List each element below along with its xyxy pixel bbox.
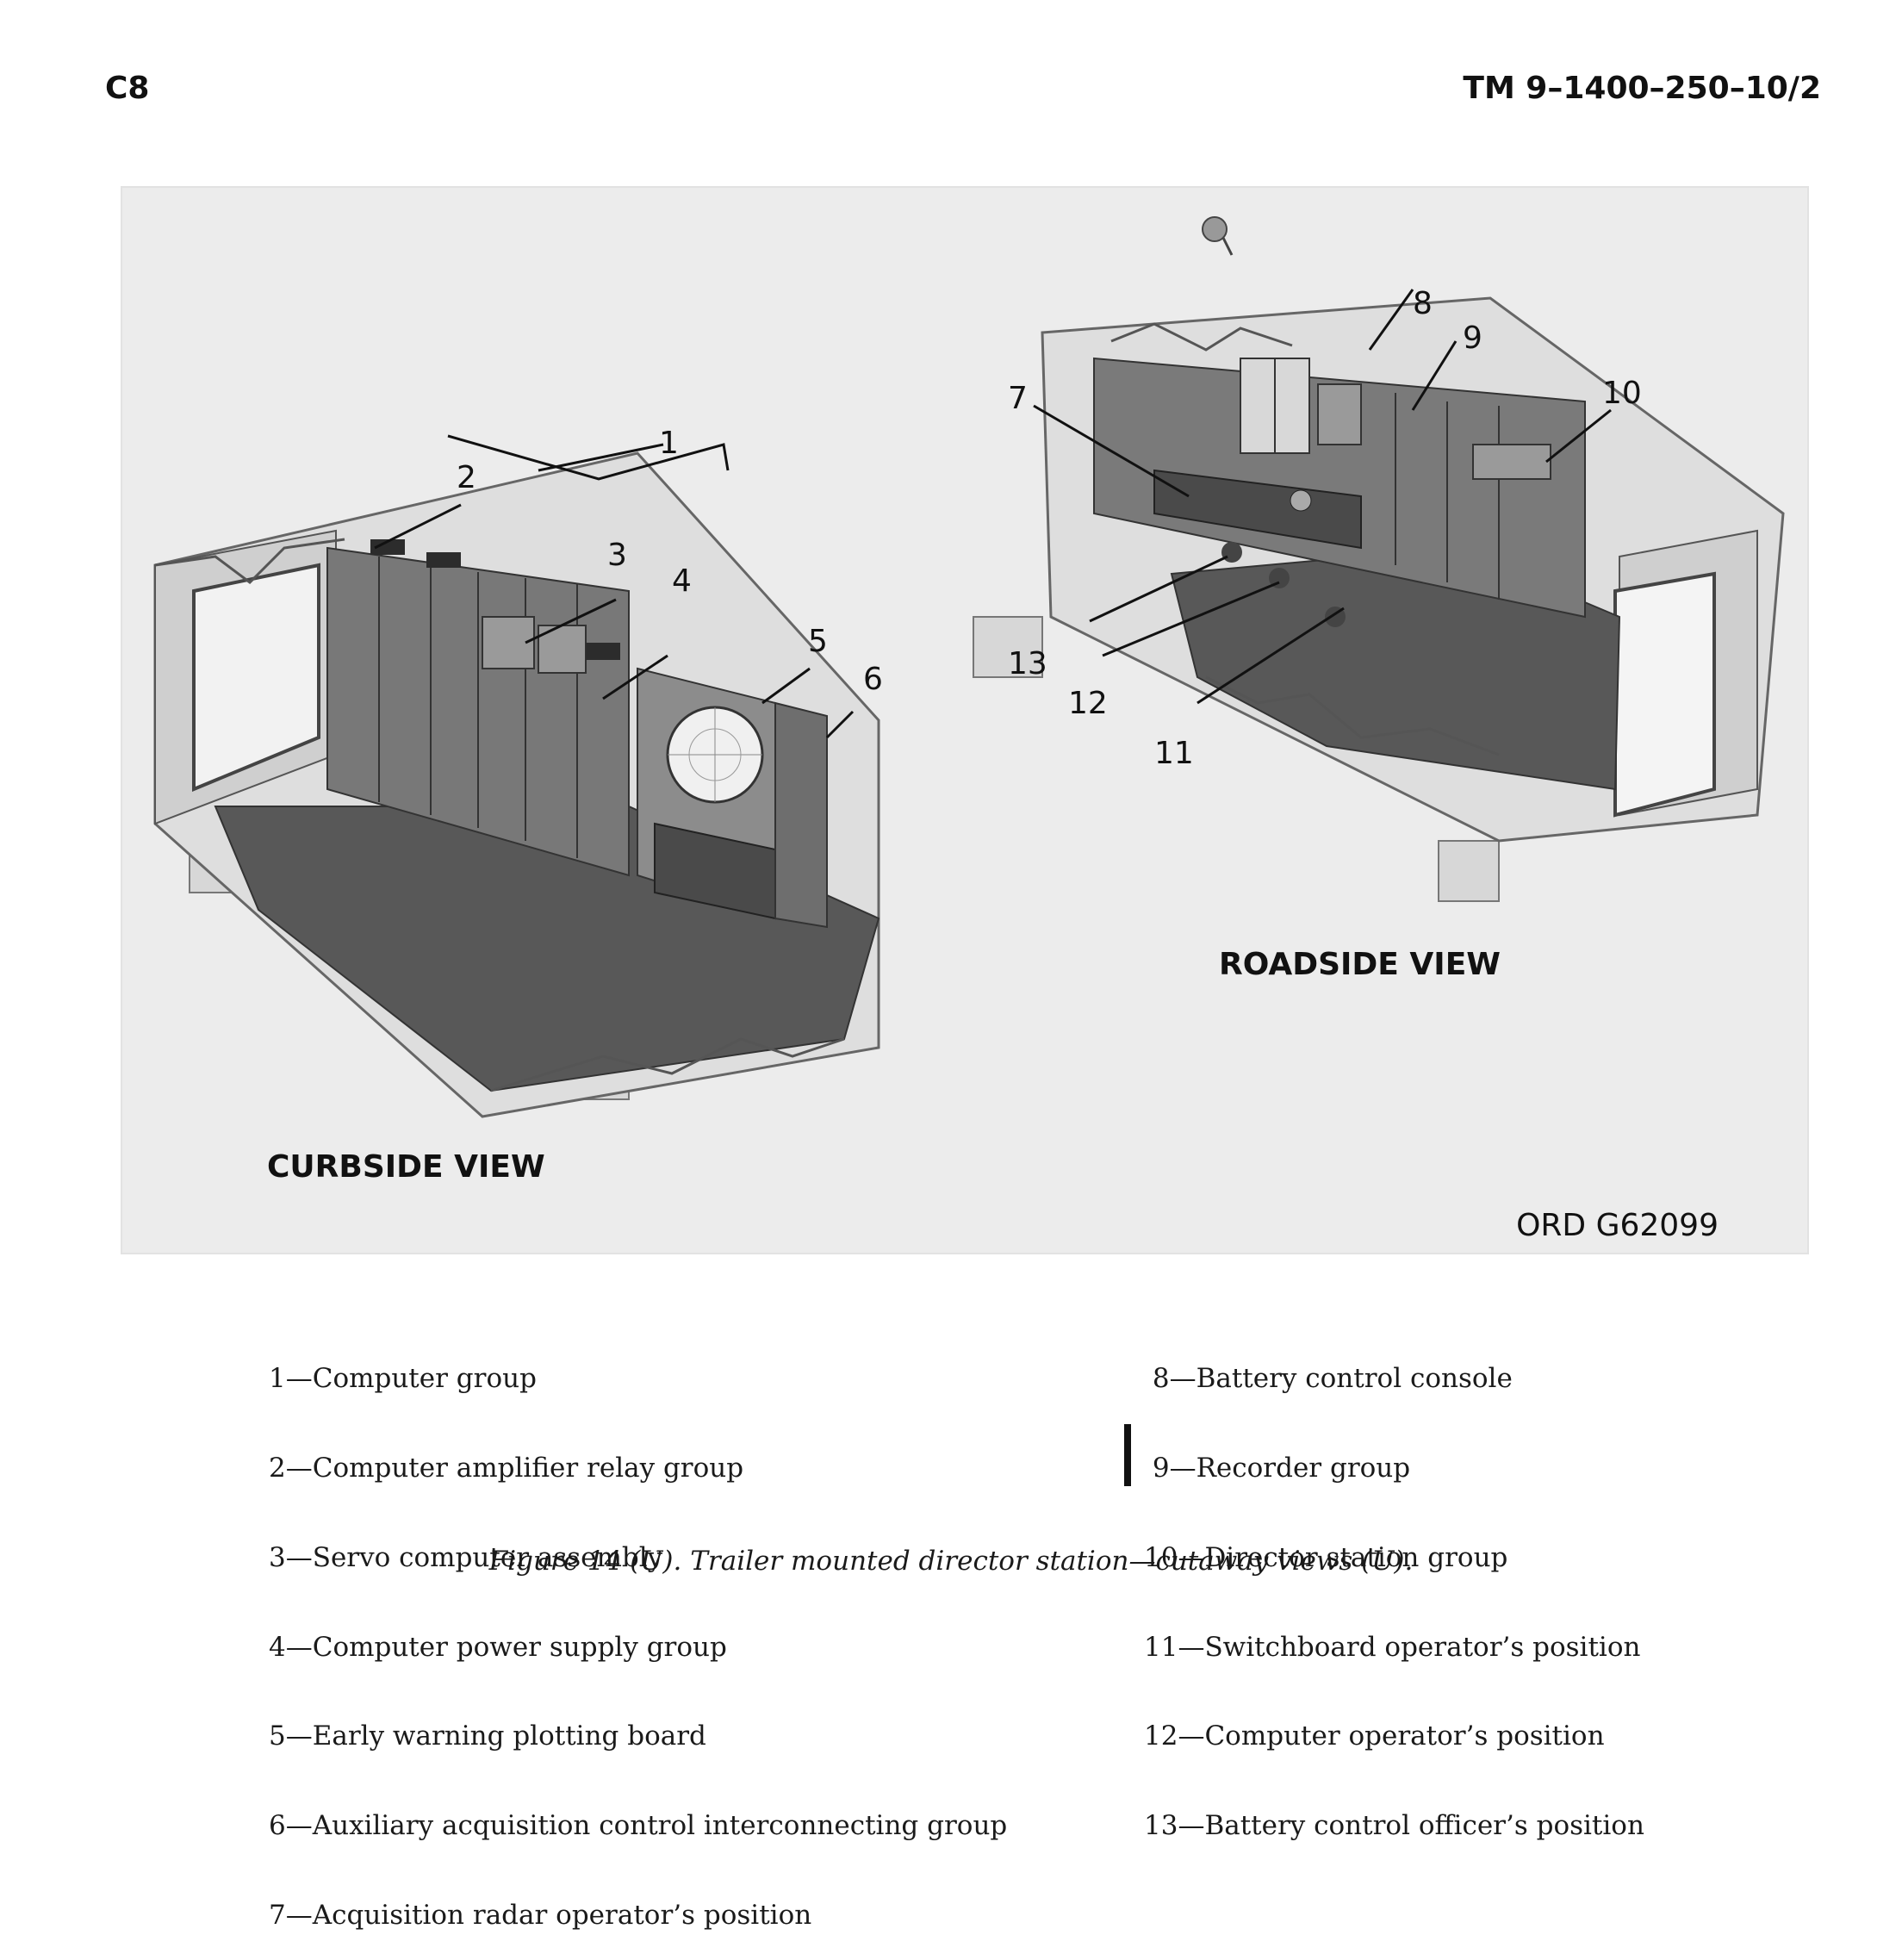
legend-item: 1—Computer group xyxy=(269,1363,537,1395)
legend-item: 7—Acquisition radar operator’s position xyxy=(269,1899,812,1931)
callout-12: 12 xyxy=(1068,686,1108,721)
callout-1: 1 xyxy=(659,426,679,461)
curbside-view-title: CURBSIDE VIEW xyxy=(267,1149,545,1185)
callout-9: 9 xyxy=(1463,320,1482,356)
legend-item: 13—Battery control officer’s position xyxy=(1144,1810,1644,1842)
callout-7: 7 xyxy=(1008,381,1028,416)
legend-right-column: 8—Battery control console 9—Recorder gro… xyxy=(1144,1304,1644,1870)
legend-item: 2—Computer amplifier relay group xyxy=(269,1452,744,1484)
curbside-trailer-drawing xyxy=(153,451,880,1118)
roadside-view-title: ROADSIDE VIEW xyxy=(1219,947,1501,982)
callout-11: 11 xyxy=(1154,736,1194,771)
legend-item: 5—Early warning plotting board xyxy=(269,1720,706,1752)
page-label: C8 xyxy=(105,71,150,106)
ord-number: ORD G62099 xyxy=(1516,1208,1719,1243)
legend-item: 12—Computer operator’s position xyxy=(1144,1720,1605,1752)
figure-illustration: 1 2 3 4 5 6 7 8 9 10 11 12 13 CURBSIDE V… xyxy=(121,186,1809,1254)
figure-caption: Figure 14 (U). Trailer mounted director … xyxy=(488,1546,1414,1577)
legend-item: 9—Recorder group xyxy=(1144,1452,1411,1484)
legend-left-column: 1—Computer group 2—Computer amplifier re… xyxy=(269,1304,1007,1960)
callout-13: 13 xyxy=(1008,646,1047,681)
callout-10: 10 xyxy=(1602,376,1642,411)
legend-item: 4—Computer power supply group xyxy=(269,1631,727,1663)
callout-4: 4 xyxy=(672,563,692,599)
legend-item: 3—Servo computer assembly xyxy=(269,1541,663,1573)
legend-item: 10—Director station group xyxy=(1144,1541,1508,1573)
legend-item: 11—Switchboard operator’s position xyxy=(1144,1631,1641,1663)
roadside-trailer-drawing xyxy=(973,216,1785,902)
callout-2: 2 xyxy=(457,460,476,495)
technical-manual-number: TM 9–1400–250–10/2 xyxy=(1463,71,1821,106)
change-bar xyxy=(1124,1424,1131,1486)
callout-3: 3 xyxy=(607,538,627,573)
legend-item: 8—Battery control console xyxy=(1144,1363,1513,1395)
callout-8: 8 xyxy=(1413,286,1433,321)
callout-5: 5 xyxy=(808,624,828,659)
leader-lines xyxy=(374,289,1612,739)
legend-item: 6—Auxiliary acquisition control intercon… xyxy=(269,1810,1008,1842)
callout-6: 6 xyxy=(863,662,883,697)
